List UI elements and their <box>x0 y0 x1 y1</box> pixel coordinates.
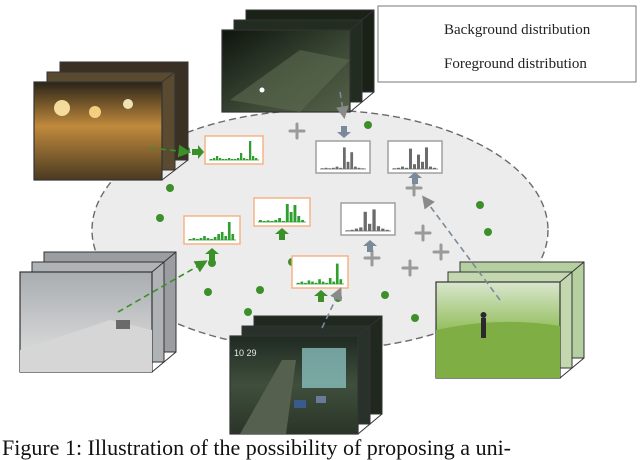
block-arrow-7 <box>363 240 377 252</box>
mapping-arrows <box>117 91 501 329</box>
video-tunnel-traffic: 10 29 <box>229 315 383 435</box>
histogram-foreground-2 <box>387 140 443 174</box>
sample-dot <box>256 286 264 294</box>
legend-background-label: Background distribution <box>444 22 591 38</box>
video-park-pedestrian <box>435 261 585 379</box>
histogram-background-4 <box>291 255 349 289</box>
foreground-sample-plus-signs <box>288 122 450 277</box>
arrow-highway-to-histogram <box>336 91 349 120</box>
block-arrow-2 <box>275 228 289 240</box>
histogram-foreground-3 <box>340 202 396 236</box>
block-arrow-6 <box>408 172 422 184</box>
plus-sign <box>414 224 432 242</box>
arrow-snow-to-histogram <box>117 260 208 313</box>
sample-dot <box>411 314 419 322</box>
sample-dot <box>244 308 252 316</box>
sample-dot <box>381 291 389 299</box>
sample-dot <box>208 259 216 267</box>
plus-sign <box>363 249 381 267</box>
video-night-street <box>33 61 189 181</box>
video-highway-night <box>221 9 375 113</box>
sample-dot <box>476 201 484 209</box>
video-snow-road <box>19 251 177 373</box>
plus-sign <box>288 122 306 140</box>
plus-sign <box>401 259 419 277</box>
legend: Background distribution Foreground distr… <box>377 5 637 83</box>
legend-foreground-label: Foreground distribution <box>444 56 587 72</box>
histogram-foreground-1 <box>315 140 371 174</box>
arrow-tunnel-to-histogram <box>321 287 342 329</box>
figure-caption: Figure 1: Illustration of the possibilit… <box>2 435 512 460</box>
sample-dot <box>166 184 174 192</box>
sample-dot <box>156 214 164 222</box>
block-arrow-1 <box>192 145 204 159</box>
sample-dot <box>364 121 372 129</box>
histogram-background-3 <box>183 215 241 245</box>
block-arrow-5 <box>337 126 351 138</box>
histogram-background-1 <box>204 135 264 165</box>
arrow-park-to-histogram <box>422 195 501 301</box>
block-arrow-3 <box>205 248 219 260</box>
sample-dot <box>484 228 492 236</box>
plus-sign <box>432 243 450 261</box>
block-arrow-4 <box>314 290 328 302</box>
arrow-night-to-histogram <box>149 144 192 158</box>
tunnel-timestamp: 10 29 <box>234 348 257 358</box>
histogram-background-2 <box>253 197 311 227</box>
sample-dot <box>204 288 212 296</box>
